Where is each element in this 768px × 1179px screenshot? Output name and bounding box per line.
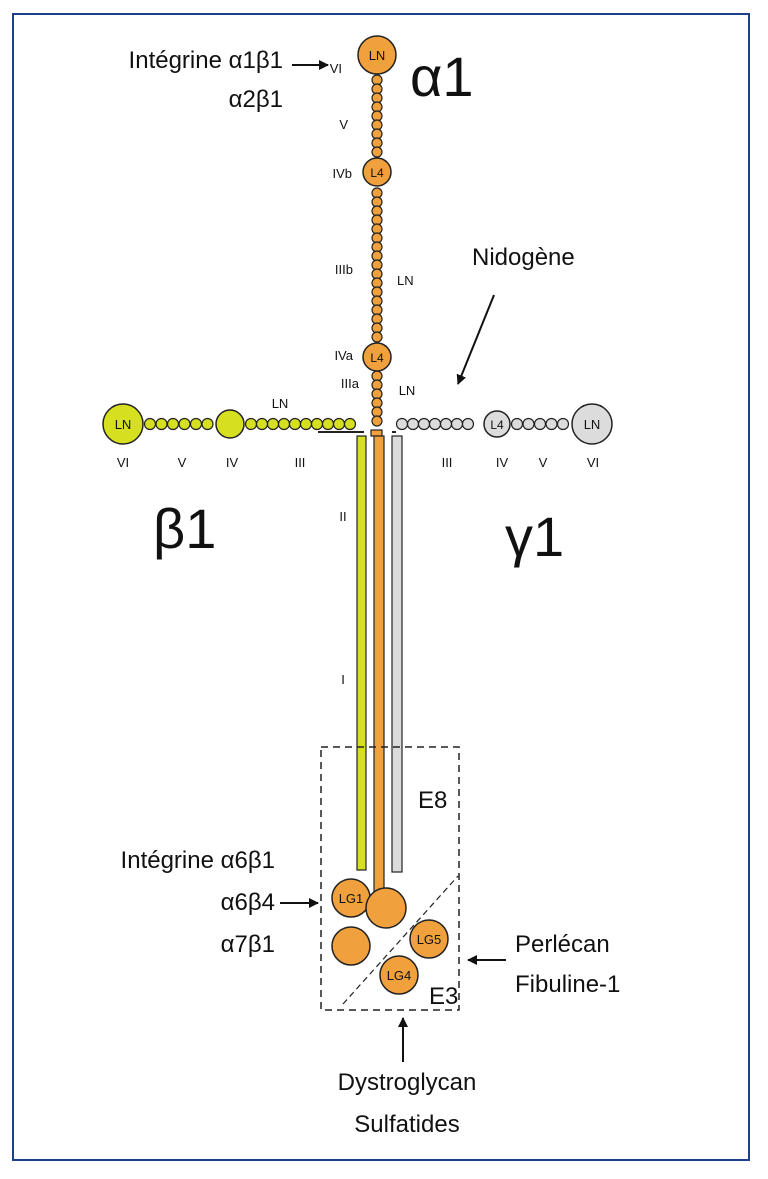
gamma-chain-name: γ1 <box>505 505 564 568</box>
beta-domain-ii: II <box>339 509 346 524</box>
beta-egf-bead <box>343 417 357 431</box>
beta-egf-bead <box>201 417 214 431</box>
gamma-egf-bead <box>533 417 547 431</box>
alpha-junction <box>370 429 383 437</box>
gamma-l4-domain <box>483 410 511 438</box>
integrin-bottom-line2: α6β4 <box>221 889 275 916</box>
gamma-domain-v: V <box>539 455 548 470</box>
beta-egf-bead <box>178 417 191 431</box>
perlecan-label: Perlécan <box>515 931 610 958</box>
e8-fragment-box <box>320 746 460 1011</box>
alpha-ln-circle-label: LN <box>369 48 386 63</box>
gamma-domain-vi: VI <box>587 455 599 470</box>
alpha-coiled-coil <box>373 435 385 893</box>
alpha-chain-beads <box>371 74 383 427</box>
gamma-ln-domain <box>571 403 613 445</box>
alpha-domain-iva: IVa <box>334 348 353 363</box>
beta-chain-beads <box>143 417 357 431</box>
lg1-label: LG1 <box>339 891 364 906</box>
beta-egf-bead <box>277 417 291 431</box>
beta-domain-iv: IV <box>226 455 239 470</box>
beta-egf-bead <box>332 417 346 431</box>
lg4-domain <box>379 955 419 995</box>
integrin-top-line1: Intégrine α1β1 <box>129 47 283 74</box>
beta-egf-bead <box>310 417 324 431</box>
integrin-bottom-line3: α7β1 <box>221 931 275 958</box>
beta-chain-name: β1 <box>153 497 216 560</box>
beta-egf-bead <box>255 417 269 431</box>
gamma-egf-bead <box>450 417 464 431</box>
nidogen-label: Nidogène <box>472 244 575 271</box>
beta-egf-bead <box>155 417 168 431</box>
gamma-egf-bead <box>406 417 420 431</box>
gamma-egf-bead <box>510 417 524 431</box>
beta-ln-circle-label: LN <box>115 417 132 432</box>
beta-egf-bead <box>299 417 313 431</box>
alpha-egf-bead <box>371 146 383 158</box>
beta-egf-bead <box>288 417 302 431</box>
nidogen-arrow <box>456 294 495 385</box>
alpha-domain-vi: VI <box>330 61 342 76</box>
gamma-egf-bead <box>428 417 442 431</box>
alpha-domain-iiib: IIIb <box>335 262 353 277</box>
beta-domain-v: V <box>178 455 187 470</box>
e8-label: E8 <box>418 787 447 814</box>
beta-coiled-coil <box>356 435 367 871</box>
e3-fragment-divider <box>342 875 459 1005</box>
beta-ln-domain <box>102 403 144 445</box>
gamma-egf-bead <box>545 417 558 431</box>
lg5-label: LG5 <box>417 932 442 947</box>
gamma-egf-bead <box>395 417 409 431</box>
alpha-egf-bead <box>371 415 383 427</box>
gamma-ln-circle-label: LN <box>584 417 601 432</box>
gamma-ln-text: LN <box>399 383 416 398</box>
alpha-domain-v: V <box>339 117 348 132</box>
gamma-domain-iv: IV <box>496 455 509 470</box>
beta-egf-bead <box>189 417 203 431</box>
lg2-domain <box>365 887 407 929</box>
alpha-ln-text: LN <box>397 273 414 288</box>
fibulin-label: Fibuline-1 <box>515 971 620 998</box>
gamma-egf-bead <box>439 417 453 431</box>
alpha-domain-ivb: IVb <box>332 166 352 181</box>
gamma-egf-bead <box>556 417 570 431</box>
gamma-domain-iii: III <box>442 455 453 470</box>
beta-domain-iii: III <box>295 455 306 470</box>
lg3-domain <box>331 926 371 966</box>
beta-egf-bead <box>321 417 335 431</box>
gamma-l4-label: L4 <box>490 418 504 432</box>
alpha-l4b-domain <box>362 157 392 187</box>
beta-egf-bead <box>166 417 180 431</box>
gamma-chain-beads <box>395 417 570 431</box>
beta-egf-bead <box>244 417 258 431</box>
gamma-egf-bead <box>461 417 475 431</box>
integrin-bottom-line1: Intégrine α6β1 <box>121 847 275 874</box>
alpha-domain-iiia: IIIa <box>341 376 360 391</box>
beta-domain-vi: VI <box>117 455 129 470</box>
beta-domain-i: I <box>341 672 345 687</box>
gamma-egf-bead <box>522 417 535 431</box>
gamma-coiled-coil <box>391 435 403 873</box>
alpha-l4a-domain <box>362 342 392 372</box>
lg4-label: LG4 <box>387 968 412 983</box>
alpha-ln-domain <box>357 35 397 75</box>
alpha-egf-bead <box>371 331 383 343</box>
beta-egf-bead <box>143 417 157 431</box>
beta-domain-iv-globule <box>215 409 245 439</box>
dystroglycan-label: Dystroglycan <box>338 1069 477 1096</box>
alpha-l4a-label: L4 <box>370 351 384 365</box>
gamma-egf-bead <box>417 417 431 431</box>
beta-ln-text: LN <box>272 396 289 411</box>
e3-label: E3 <box>429 983 458 1010</box>
integrin-top-line2: α2β1 <box>229 86 283 113</box>
alpha-chain-name: α1 <box>410 45 474 108</box>
alpha-l4b-label: L4 <box>370 166 384 180</box>
lg5-domain <box>409 919 449 959</box>
beta-egf-bead <box>266 417 280 431</box>
sulfatides-label: Sulfatides <box>354 1111 459 1138</box>
